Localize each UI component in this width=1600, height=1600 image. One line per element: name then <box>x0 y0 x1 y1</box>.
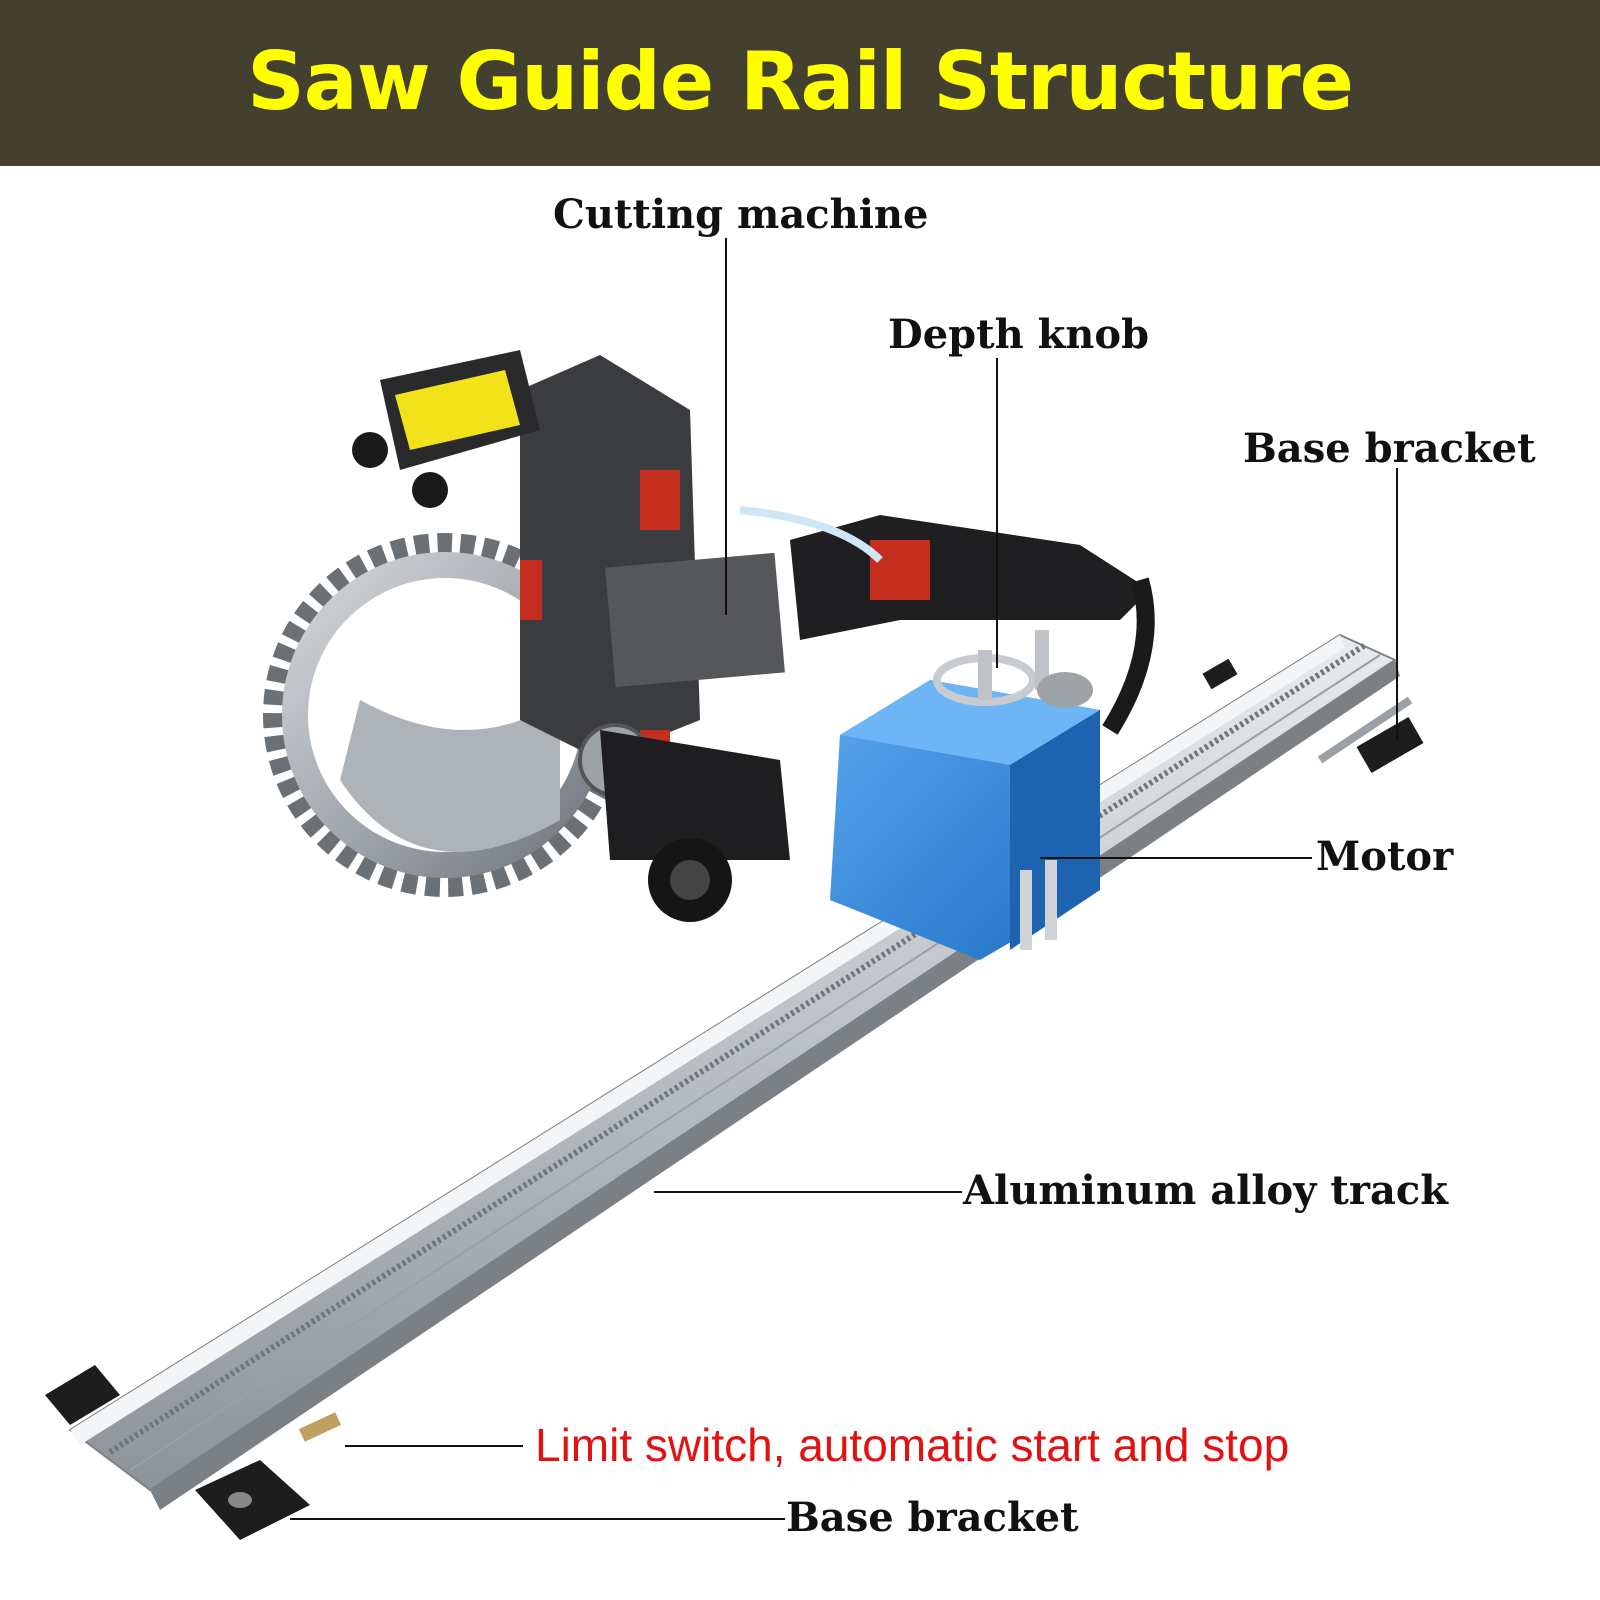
label-base-bracket-top: Base bracket <box>1243 425 1536 472</box>
label-depth-knob: Depth knob <box>888 311 1150 358</box>
page-title: Saw Guide Rail Structure <box>247 35 1354 128</box>
label-base-bracket-bottom: Base bracket <box>786 1494 1079 1541</box>
label-motor: Motor <box>1316 833 1454 880</box>
base-bracket-bottom-shape <box>45 1365 342 1540</box>
handle-shape <box>739 506 1155 735</box>
base-bracket-top-shape <box>1202 658 1424 773</box>
label-aluminum-track: Aluminum alloy track <box>963 1167 1448 1214</box>
depth-knob-shape <box>933 630 1093 708</box>
title-banner: Saw Guide Rail Structure <box>0 0 1600 166</box>
label-cutting-machine: Cutting machine <box>553 191 929 238</box>
saw-guide-rail-illustration <box>45 350 1424 1540</box>
label-limit-switch: Limit switch, automatic start and stop <box>535 1419 1290 1471</box>
cutting-machine-shape <box>352 350 790 922</box>
motor-housing-shape <box>830 680 1100 960</box>
